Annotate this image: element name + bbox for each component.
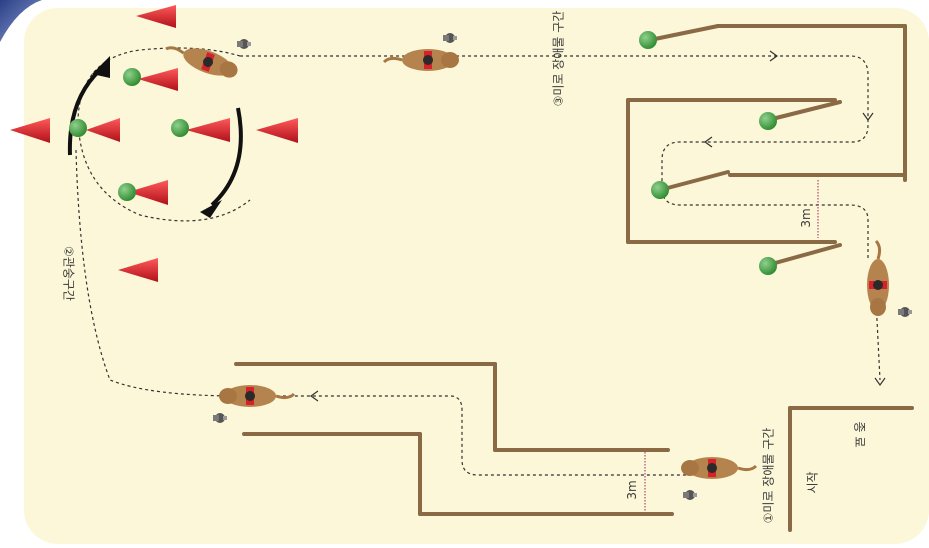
- section-2-label: ②관숭구간: [61, 246, 76, 301]
- finish-label: 종 료: [852, 421, 867, 448]
- distance-label-top: 3m: [799, 208, 813, 228]
- maze-walls-section-1: [234, 362, 674, 516]
- measurement-3m-markers: [644, 180, 819, 512]
- circuit-arrowhead-bottom: [200, 200, 222, 218]
- section-3-label: ③미로 장애물 구간: [551, 10, 566, 107]
- cones: [10, 5, 298, 282]
- maze-walls-section-3: [626, 24, 907, 267]
- start-label: 시작: [805, 471, 820, 494]
- route-arrowheads: [309, 50, 886, 402]
- circuit-arrows: [67, 68, 243, 207]
- section-1-label: ①미로 장애물 구간: [761, 427, 776, 524]
- distance-label-bottom: 3m: [625, 480, 639, 500]
- start-finish-walls: [788, 406, 914, 532]
- circuit-arrowhead-top: [92, 56, 110, 78]
- corner-swoosh-decoration: [0, 0, 42, 42]
- balls: [69, 31, 777, 275]
- field-background: [24, 8, 929, 544]
